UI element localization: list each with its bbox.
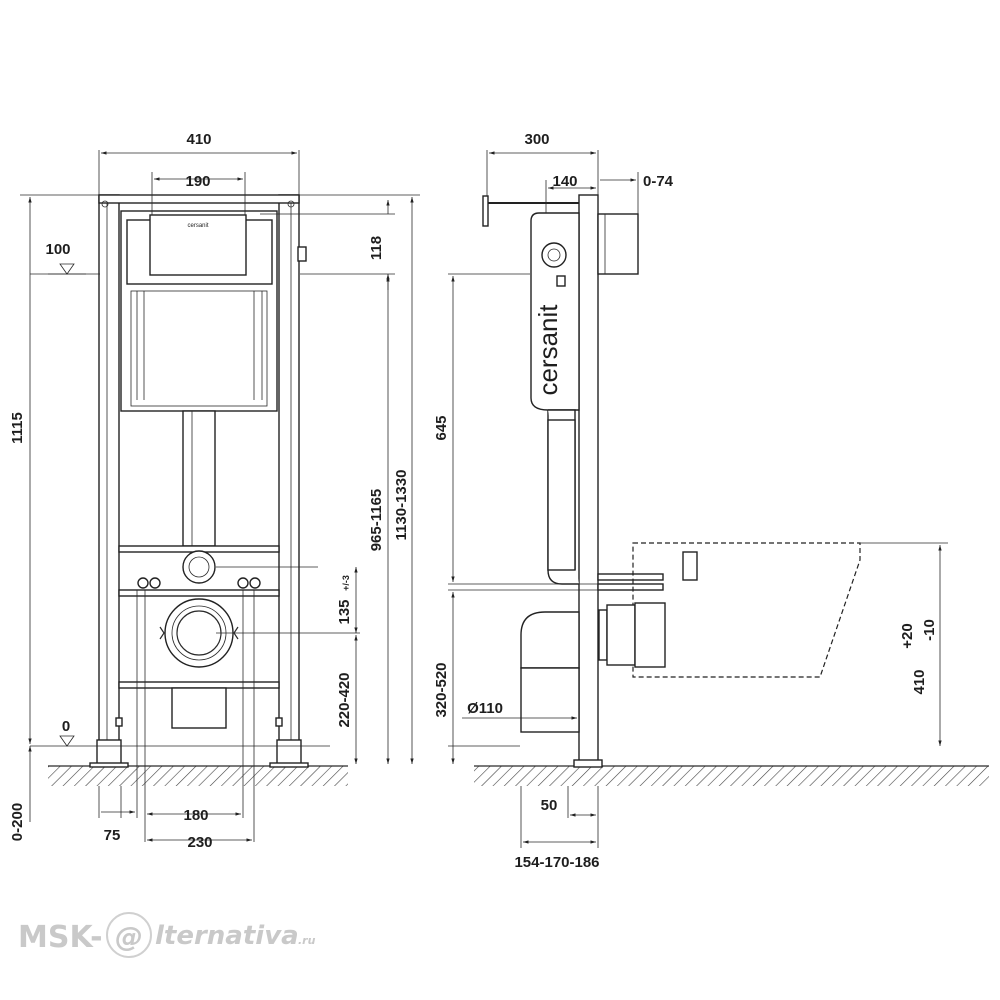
dim-foot-offset: 75 — [104, 827, 121, 844]
side-bowl-outline — [632, 542, 861, 678]
front-flush-plate — [149, 214, 247, 276]
dim-pipe-diameter: Ø110 — [467, 700, 503, 717]
front-floor-hatch — [48, 766, 348, 786]
front-right-foot — [276, 739, 302, 767]
dim-outlet-height-range: 320-520 — [433, 662, 450, 717]
side-view: cersanit 300 140 0-7 — [433, 131, 989, 871]
front-flush-pipe — [182, 410, 216, 547]
dim-drain-offset: 135 — [336, 599, 353, 624]
dim-width-total: 410 — [186, 131, 211, 148]
front-inlet-connector — [182, 550, 216, 584]
front-right-post — [278, 194, 300, 766]
front-flush-plate-label: cersanit — [187, 223, 208, 229]
watermark-prefix: MSK- — [18, 920, 103, 955]
front-top-rail — [98, 194, 300, 204]
dim-width-button: 190 — [185, 173, 210, 190]
dim-depth-button: 140 — [552, 173, 577, 190]
dim-height-overall: 1115 — [9, 412, 26, 444]
dim-button-zone: 118 — [368, 236, 385, 260]
front-left-foot — [96, 739, 122, 767]
dim-depth-total: 300 — [524, 131, 549, 148]
dim-drain-offset-tolerance: +/-3 — [341, 575, 351, 591]
watermark-suffix: lternativa — [155, 921, 299, 951]
dim-bowl-adjust-minus: -10 — [921, 619, 938, 641]
dim-pipe-offset: 50 — [541, 797, 558, 814]
dim-bowl-adjust-plus: +20 — [899, 623, 916, 648]
side-drain-connector — [634, 602, 666, 668]
dim-drain-height-range: 220-420 — [336, 672, 353, 727]
level-bottom: 0 — [62, 718, 70, 735]
watermark: MSK- @ lternativa .ru — [18, 912, 316, 958]
front-left-post — [98, 194, 120, 766]
watermark-at-symbol: @ — [115, 920, 143, 953]
dim-floor-range: 0-200 — [9, 803, 26, 841]
level-top: 100 — [45, 241, 70, 258]
dim-height-range-a: 965-1165 — [368, 489, 385, 552]
side-floor-hatch — [474, 766, 989, 786]
side-flush-pipe — [547, 419, 576, 571]
side-drain-elbow — [520, 611, 580, 669]
dim-height-range-b: 1130-1330 — [393, 470, 410, 541]
side-frame-post — [578, 194, 599, 766]
side-button-box — [597, 213, 639, 275]
dim-depth-range: 154-170-186 — [514, 854, 599, 871]
dim-bowl-height: 410 — [911, 669, 928, 694]
dim-bolt-spacing-outer: 230 — [187, 834, 212, 851]
watermark-tld: .ru — [298, 934, 316, 947]
front-view: cersanit — [9, 131, 420, 851]
side-brand-label: cersanit — [533, 304, 563, 396]
side-cistern — [530, 212, 580, 411]
dim-button-adjust: 0-74 — [643, 173, 674, 190]
dim-bolt-spacing: 180 — [183, 807, 208, 824]
dim-height-flush: 645 — [433, 415, 450, 440]
